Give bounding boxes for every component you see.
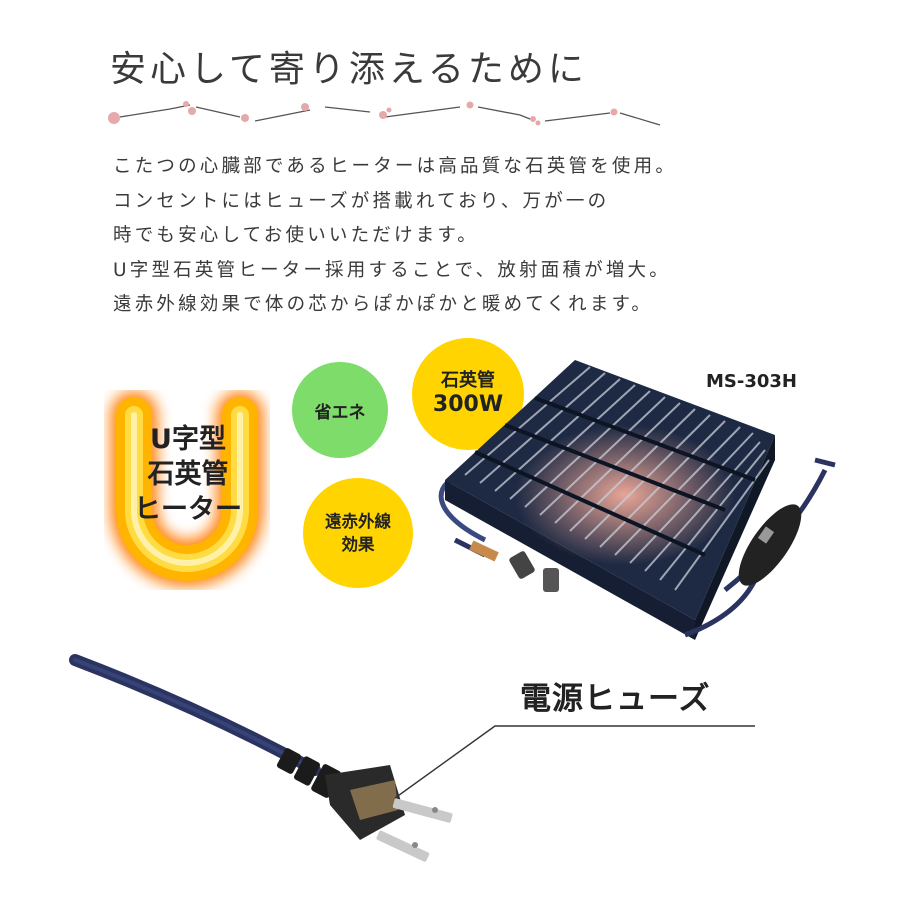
description-text: こたつの心臓部であるヒーターは高品質な石英管を使用。 コンセントにはヒューズが搭… [113, 150, 793, 323]
far-infrared-label: 遠赤外線 [325, 512, 391, 531]
description-line: U字型石英管ヒーター採用することで、放射面積が増大。 [113, 259, 671, 281]
energy-saving-badge: 省エネ [292, 362, 388, 458]
far-infrared-label-2: 効果 [341, 535, 375, 554]
energy-saving-label: 省エネ [314, 402, 366, 423]
power-label: 300W [432, 392, 504, 417]
description-line: コンセントにはヒューズが搭載れており、万が一の [113, 190, 610, 212]
description-line: こたつの心臓部であるヒーターは高品質な石英管を使用。 [113, 156, 678, 177]
fuse-pointer-line [395, 725, 755, 799]
power-plug-image [69, 654, 453, 862]
far-infrared-badge: 遠赤外線 効果 [303, 478, 413, 588]
model-number: MS-303H [706, 371, 797, 392]
u-heater-glow-graphic [110, 391, 264, 587]
heater-unit-image [438, 360, 836, 640]
fuse-label: 電源ヒューズ [520, 681, 711, 717]
description-line: 遠赤外線効果で体の芯からぽかぽかと暖めてくれます。 [113, 294, 654, 315]
quartz-power-badge: 石英管 300W [412, 338, 524, 450]
u-heater-label-line: U字型 [150, 424, 226, 455]
u-heater-label-line: 石英管 [147, 459, 229, 490]
u-heater-label-line: ヒーター [134, 494, 242, 525]
decorative-divider [108, 101, 661, 126]
page-heading: 安心して寄り添えるために [110, 49, 588, 90]
u-heater-label: U字型 石英管 ヒーター [118, 422, 258, 527]
description-line: 時でも安心してお使いいただけます。 [113, 225, 479, 246]
quartz-label: 石英管 [441, 370, 495, 391]
